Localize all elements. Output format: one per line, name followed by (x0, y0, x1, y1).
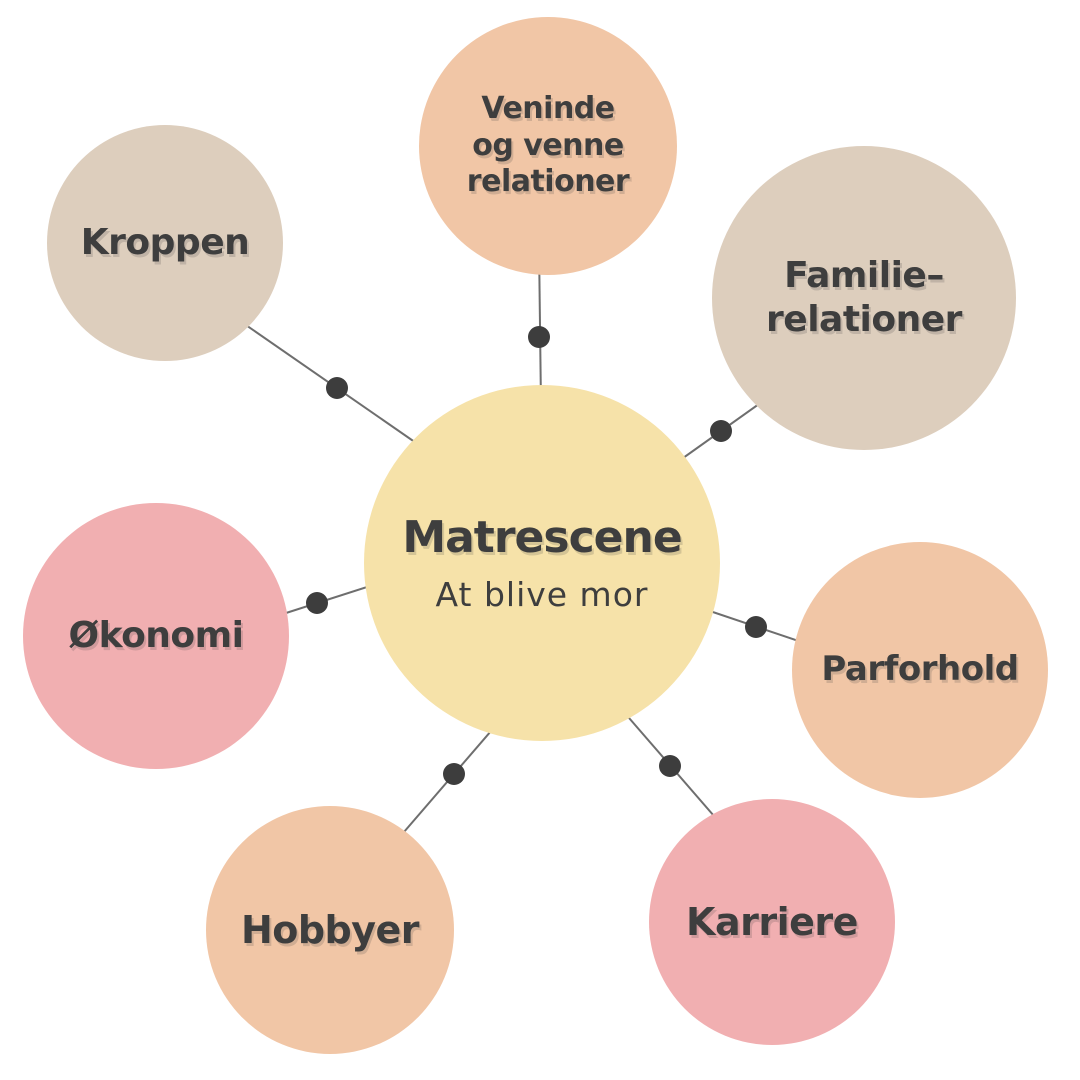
node-parforhold: Parforhold (792, 542, 1048, 798)
node-label: Hobbyer (240, 907, 420, 952)
node-label: Økonomi (68, 615, 244, 657)
node-hobbyer: Hobbyer (206, 806, 454, 1054)
node-kroppen: Kroppen (47, 125, 283, 361)
node-okonomi: Økonomi (23, 503, 289, 769)
node-veninde-og-venne-relationer: Veninde og venne relationer (419, 17, 677, 275)
node-label: Karriere (686, 899, 858, 944)
node-label: Kroppen (80, 222, 250, 264)
center-subtitle: At blive mor (435, 574, 649, 614)
connector-dot-hobbyer (443, 763, 465, 785)
node-familierelationer: Familie– relationer (712, 146, 1016, 450)
connector-dot-parforhold (745, 616, 767, 638)
connector-dot-veninde (528, 326, 550, 348)
center-title: Matrescene (402, 512, 682, 564)
node-label: Veninde og venne relationer (466, 91, 630, 200)
connector-dot-kroppen (326, 377, 348, 399)
connector-dot-familie (710, 420, 732, 442)
node-label: Parforhold (821, 649, 1019, 690)
node-label: Familie– relationer (766, 255, 962, 340)
connector-dot-okonomi (306, 592, 328, 614)
connector-dot-karriere (659, 755, 681, 777)
node-center-matrescene: Matrescene At blive mor (364, 385, 720, 741)
node-karriere: Karriere (649, 799, 895, 1045)
